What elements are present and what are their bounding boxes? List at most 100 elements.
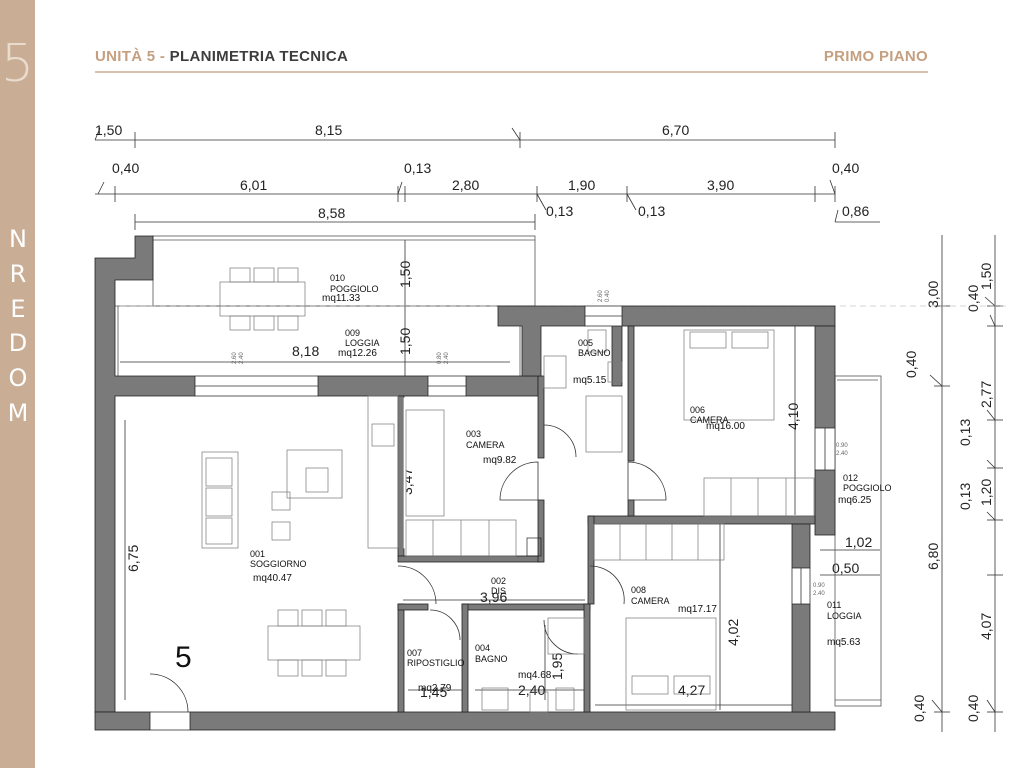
dim-right2-f: 0,13	[957, 483, 973, 510]
dim-right2-g: 4,07	[978, 613, 994, 640]
dim-right2-a: 1,50	[978, 263, 994, 290]
room-010-code: 010	[330, 273, 345, 283]
dim-right2-d: 0,13	[957, 419, 973, 446]
sill-mark: 0.80	[437, 352, 443, 364]
brand-letter: N	[9, 225, 27, 253]
windows	[149, 305, 836, 731]
dim-w050: 0,50	[832, 560, 859, 576]
room-012-name: POGGIOLO	[843, 483, 892, 493]
dim-h675: 6,75	[125, 545, 141, 572]
dim-top2-c: 0,13	[404, 160, 431, 176]
dim-top3-c: 0,13	[638, 203, 665, 219]
dim-top3-a: 8,58	[318, 205, 345, 221]
brand-letter: R	[9, 259, 27, 288]
dim-h150a: 1,50	[397, 261, 413, 288]
room-009-name: LOGGIA	[345, 338, 380, 348]
room-009-code: 009	[345, 328, 360, 338]
room-002-code: 002	[491, 576, 506, 586]
room-006-area: mq16.00	[706, 421, 745, 432]
dim-right1-d: 0,40	[911, 695, 927, 722]
sill-mark: 0.90	[836, 443, 848, 449]
room-labels: 010 POGGIOLO mq11.33 009 LOGGIA mq12.26 …	[175, 273, 892, 694]
dim-top1-a: 1,50	[95, 122, 122, 138]
room-003-area: mq9.82	[483, 455, 517, 466]
room-001-name: SOGGIORNO	[250, 559, 307, 569]
sill-mark: 0.40	[605, 290, 611, 302]
room-009-area: mq12.26	[338, 348, 377, 359]
room-012-area: mq6.25	[838, 495, 872, 506]
floor-plan: 1,50 8,15 6,70 0,40 6,01 0,13 2,80 1,90 …	[94, 122, 1010, 732]
room-003-code: 003	[466, 429, 481, 439]
dim-right2-h: 0,40	[965, 695, 981, 722]
dim-h195: 1,95	[549, 653, 565, 680]
room-008-code: 008	[631, 585, 646, 595]
dim-top1-b: 8,15	[315, 122, 342, 138]
sidebar-unit-number: 5	[1, 34, 35, 94]
sill-marks: 2.60 2.40 0.80 2.40 2.60 0.40 0.90 2.40 …	[232, 290, 848, 597]
room-003-name: CAMERA	[466, 440, 505, 450]
dim-w145: 1,45	[420, 684, 447, 700]
sidebar-brand-logo: N R E D O M	[4, 222, 32, 431]
dim-w102: 1,02	[845, 534, 872, 550]
furniture	[201, 267, 815, 713]
dim-w396: 3,96	[480, 589, 507, 605]
room-005-code: 005	[578, 338, 593, 348]
dim-right2-e: 1,20	[978, 479, 994, 506]
dim-top3-d: 0,86	[842, 203, 869, 219]
dim-w818: 8,18	[292, 343, 319, 359]
plan-title: PLANIMETRIA TECNICA	[169, 48, 349, 65]
dim-w427: 4,27	[678, 682, 705, 698]
dim-top2-e: 1,90	[568, 177, 595, 193]
dim-top3-b: 0,13	[546, 203, 573, 219]
room-005-name: BAGNO	[578, 348, 611, 358]
dim-top2-g: 0,40	[832, 160, 859, 176]
floor-label: PRIMO PIANO	[823, 48, 928, 65]
brand-letter: M	[7, 398, 29, 427]
dim-w240: 2,40	[518, 682, 545, 698]
dim-right1-c: 6,80	[925, 543, 941, 570]
room-006-name: CAMERA	[690, 415, 729, 425]
room-005-area: mq5.15	[573, 375, 607, 386]
room-007-area: mq2.79	[418, 683, 452, 694]
brand-letter: O	[8, 364, 28, 393]
header-title: UNITÀ 5 - PLANIMETRIA TECNICA	[95, 48, 348, 65]
brand-letter: E	[10, 294, 26, 323]
dim-top2-f: 3,90	[707, 177, 734, 193]
sill-mark: 2.60	[232, 352, 238, 364]
sill-mark: 0.90	[813, 583, 825, 589]
unit-number-label: 5	[175, 641, 192, 674]
sill-mark: 2.40	[239, 352, 245, 364]
sill-mark: 2.40	[836, 451, 848, 457]
dim-right2-b: 0,40	[965, 285, 981, 312]
dim-right1-b: 0,40	[903, 351, 919, 378]
room-010-name: POGGIOLO	[330, 284, 379, 294]
dim-top1-c: 6,70	[662, 122, 689, 138]
dim-top2-b: 6,01	[240, 177, 267, 193]
room-004-name: BAGNO	[475, 654, 508, 664]
room-007-code: 007	[407, 648, 422, 658]
dimension-labels: 1,50 8,15 6,70 0,40 6,01 0,13 2,80 1,90 …	[95, 122, 994, 722]
room-006-code: 006	[690, 405, 705, 415]
title-separator: -	[155, 48, 170, 65]
dimension-lines	[94, 127, 1003, 732]
room-001-area: mq40.47	[253, 573, 292, 584]
room-004-area: mq4.68	[518, 670, 552, 681]
room-001-code: 001	[250, 549, 265, 559]
dim-h410: 4,10	[785, 403, 801, 430]
dim-top2-d: 2,80	[452, 177, 479, 193]
dim-right1-a: 3,00	[925, 281, 941, 308]
brand-letter: D	[8, 329, 28, 358]
page-header: UNITÀ 5 - PLANIMETRIA TECNICA PRIMO PIAN…	[95, 48, 928, 72]
dim-right2-c: 2,77	[978, 381, 994, 408]
dim-h402: 4,02	[725, 619, 741, 646]
room-008-name: CAMERA	[631, 596, 670, 606]
sill-mark: 2.40	[813, 591, 825, 597]
room-004-code: 004	[475, 643, 490, 653]
room-011-code: 011	[827, 600, 841, 610]
header-divider	[95, 71, 928, 73]
room-007-name: RIPOSTIGLIO	[407, 658, 465, 668]
room-011-name: LOGGIA	[827, 611, 862, 621]
sidebar-band: 5 N R E D O M	[0, 0, 35, 768]
sill-mark: 2.60	[598, 290, 604, 302]
dim-h150b: 1,50	[397, 328, 413, 355]
